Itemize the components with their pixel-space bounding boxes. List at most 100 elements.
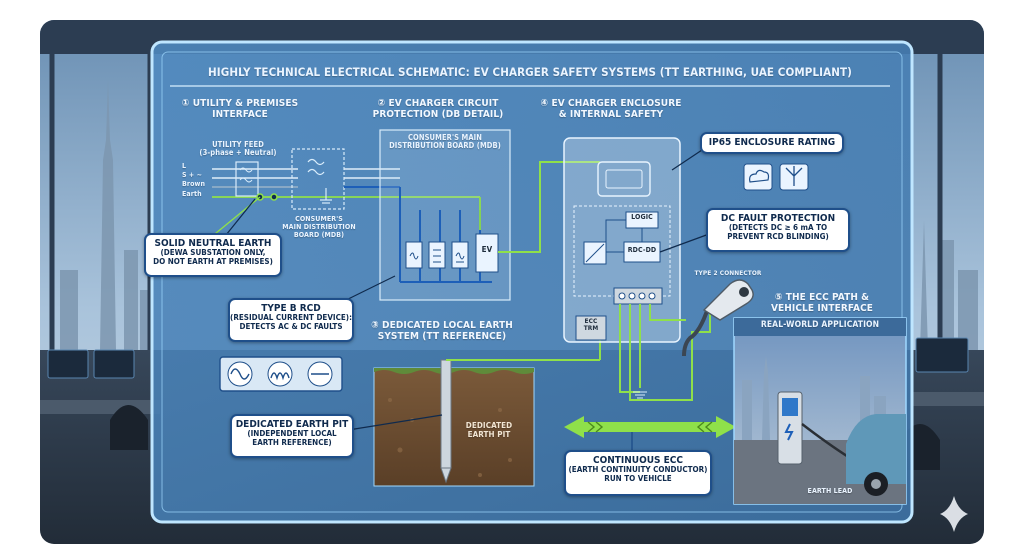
callout-neutral-line2: DO NOT EARTH AT PREMISES) [153,257,273,267]
section-1-header: ① UTILITY & PREMISES INTERFACE [170,98,310,120]
schematic-panel [150,40,914,524]
internal-electronics-box [573,205,671,297]
photo-electric-car [846,414,906,496]
ev-breaker-label: EV [481,245,493,254]
callout-rcd-line2: DETECTS AC & DC FAULTS [239,322,343,332]
utility-feed-line2: (3-phase + Neutral) [199,148,277,158]
section-4-line2: & INTERNAL SAFETY [558,109,664,121]
earth-pit-line2: EARTH PIT [467,429,511,439]
dc-line-icon [307,361,333,387]
logic-label: LOGIC [631,213,653,221]
callout-solid-neutral-earth: SOLID NEUTRAL EARTH (DEWA SUBSTATION ONL… [144,233,282,277]
callout-ecc-title: CONTINUOUS ECC [592,455,683,466]
section-1-number: ① [181,98,190,109]
charger-display [597,161,651,197]
city-skyline-right [920,220,978,350]
real-world-title-bar [734,318,906,336]
section-2-line1: EV CHARGER CIRCUIT [388,98,499,109]
ecc-terminal-label: ECC TRM [576,317,606,333]
earth-pit-label: DEDICATED EARTH PIT [454,421,524,440]
connector-pin-face [739,287,749,297]
conductor-label-earth: Earth [182,190,202,198]
water-jet-icon [779,163,809,191]
db-header-line1: CONSUMER'S MAIN [407,133,483,142]
sparkle-icon [940,496,968,532]
callout-ecc-line1: (EARTH CONTINUITY CONDUCTOR) [568,465,708,475]
ecc-terminal [575,315,607,341]
section-5-number: ⑤ [774,292,783,303]
section-4-header: ④ EV CHARGER ENCLOSURE & INTERNAL SAFETY [536,98,686,120]
desk-left [40,349,160,450]
section-2-header: ② EV CHARGER CIRCUIT PROTECTION (DB DETA… [358,98,518,120]
ecc-trm-line2: TRM [583,324,599,333]
utility-feed-label: UTILITY FEED (3-phase + Neutral) [188,140,288,158]
mdb-box-small [291,148,345,210]
callout-pit-line2: EARTH REFERENCE) [252,438,332,448]
terminal-screws [618,292,656,300]
earth-rod-tip [440,467,452,484]
conductor-label-l: L [182,162,187,170]
scene-graphics [40,20,984,544]
utility-feed-line1: UTILITY FEED [212,140,264,149]
grass-layer [374,368,534,374]
real-world-title: REAL-WORLD APPLICATION [760,320,880,330]
section-1-line2: INTERFACE [212,109,268,121]
callout-rcd-title: TYPE B RCD [261,303,321,314]
photo-charger-station [777,391,803,465]
callout-neutral-title: SOLID NEUTRAL EARTH [154,238,272,249]
mdb-small-line1: CONSUMER'S [295,215,343,223]
rdc-dd-label: RDC-DD [627,246,657,254]
section-3-line1: DEDICATED LOCAL EARTH [382,320,513,331]
section-5-line2: VEHICLE INTERFACE [770,303,874,315]
panel-inner-border [161,51,903,513]
callout-continuous-ecc: CONTINUOUS ECC (EARTH CONTINUITY CONDUCT… [564,450,712,496]
mdb-small-label: CONSUMER'S MAIN DISTRIBUTION BOARD (MDB) [274,215,364,239]
internal-wiring [605,219,643,253]
conductor-label-s: S + ~ [182,171,202,179]
callout-dcfault-title: DC FAULT PROTECTION [720,213,836,224]
charger-enclosure [563,137,681,343]
earth-lead-label: EARTH LEAD [807,487,853,495]
screenshot-frame: HIGHLY TECHNICAL ELECTRICAL SCHEMATIC: E… [40,20,984,544]
callout-neutral-line1: (DEWA SUBSTATION ONLY, [160,248,266,258]
callout-dc-fault: DC FAULT PROTECTION (DETECTS DC ≥ 6 mA T… [706,208,850,252]
section-5-line1: THE ECC PATH & [785,292,870,303]
soil-texture [388,398,512,477]
callout-dedicated-earth-pit: DEDICATED EARTH PIT (INDEPENDENT LOCAL E… [230,414,354,458]
charger-cable [682,307,710,357]
ecc-trm-line1: ECC [584,317,598,325]
conductor-label-brown: Brown [182,180,206,188]
section-3-line2: SYSTEM (TT REFERENCE) [377,331,507,343]
earth-pit-soil [373,367,535,487]
window-mullions [49,54,943,360]
transformer-symbol-1 [235,161,259,197]
db-header-label: CONSUMER'S MAIN DISTRIBUTION BOARD (MDB) [382,133,508,151]
callout-dcfault-line1: (DETECTS DC ≥ 6 mA TO [728,223,828,233]
mdb-small-line2: MAIN DISTRIBUTION [282,222,356,231]
earth-pit-line1: DEDICATED [465,421,513,430]
callout-pit-line1: (INDEPENDENT LOCAL [247,429,337,439]
feed-to-db [344,168,400,188]
db-header-line2: DISTRIBUTION BOARD (MDB) [389,141,501,151]
dust-cloud-icon [743,163,773,191]
callout-ecc-line2: RUN TO VEHICLE [604,474,672,484]
breaker-modules [405,241,469,269]
section-1-line1: UTILITY & PREMISES [192,98,299,109]
callout-rcd-line1: (RESIDUAL CURRENT DEVICE): [230,313,352,323]
callout-pit-title: DEDICATED EARTH PIT [235,419,349,430]
terminal-block [613,287,663,305]
transformer-symbol-2 [307,158,332,204]
mdb-small-line3: BOARD (MDB) [293,230,345,239]
callout-ip65: IP65 ENCLOSURE RATING [700,132,844,154]
section-3-number: ③ [371,320,379,331]
section-3-header: ③ DEDICATED LOCAL EARTH SYSTEM (TT REFER… [352,320,532,342]
earth-line-db-to-charger [498,161,600,253]
earth-symbol-1 [633,391,647,399]
section-4-line1: EV CHARGER ENCLOSURE [551,98,682,109]
section-2-number: ② [377,98,386,109]
ecc-double-arrow [564,416,736,438]
callout-ip65-title: IP65 ENCLOSURE RATING [708,137,836,148]
pulsating-dc-icon [267,361,293,387]
diagram-title: HIGHLY TECHNICAL ELECTRICAL SCHEMATIC: E… [208,65,852,79]
sine-wave-icon [227,361,253,387]
